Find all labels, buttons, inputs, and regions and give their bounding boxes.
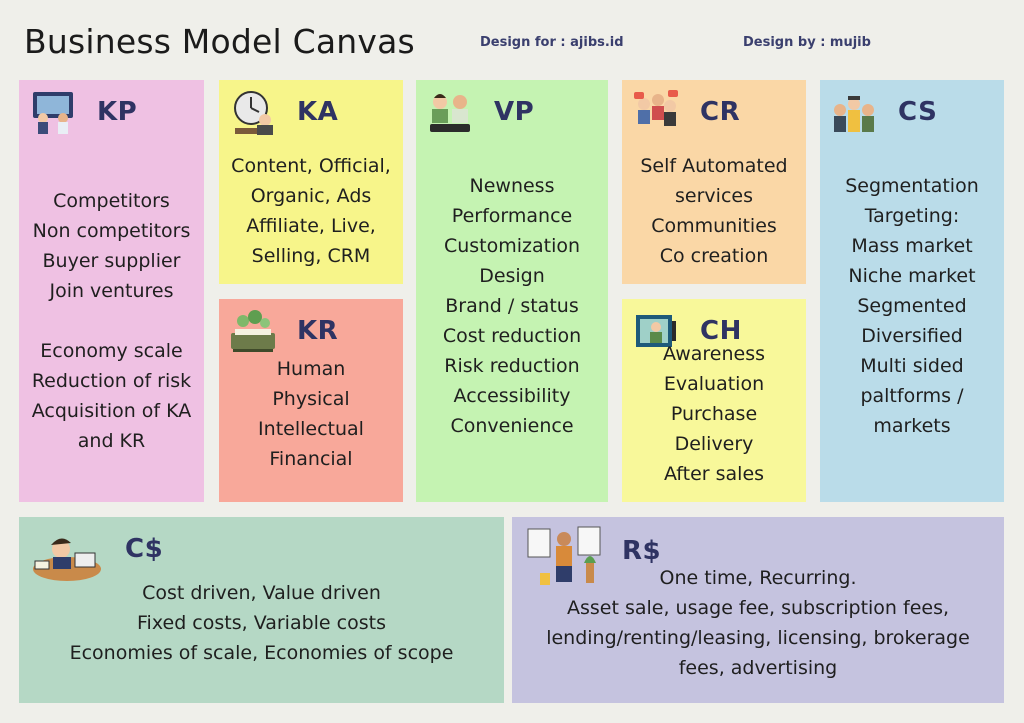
block-code: VP xyxy=(494,97,535,127)
block-content: Newness Performance Customization Design… xyxy=(416,171,608,441)
block-content: Segmentation Targeting: Mass market Nich… xyxy=(820,171,1004,441)
block-content: Awareness Evaluation Purchase Delivery A… xyxy=(622,339,806,489)
revenue-streams-block: R$ One time, Recurring. Asset sale, usag… xyxy=(512,517,1004,703)
line: Co creation xyxy=(659,245,769,267)
line: Newness xyxy=(469,175,555,197)
line: Affiliate, Live, xyxy=(246,215,376,237)
line: Targeting: xyxy=(864,205,960,227)
line: Multi sided xyxy=(860,355,964,377)
customer-relationships-block: CR Self Automated services Communities C… xyxy=(622,80,806,284)
line: One time, Recurring. xyxy=(659,567,857,589)
line: markets xyxy=(873,415,951,437)
block-code: C$ xyxy=(125,534,164,564)
block-code: CH xyxy=(700,316,742,346)
line: Intellectual xyxy=(258,418,364,440)
design-for-label: Design for : ajibs.id xyxy=(480,35,624,50)
line: Diversified xyxy=(861,325,963,347)
line: Risk reduction xyxy=(444,355,580,377)
line: Delivery xyxy=(674,433,754,455)
channels-icon xyxy=(632,307,680,355)
partners-icon xyxy=(29,88,77,136)
line: Asset sale, usage fee, subscription fees… xyxy=(566,597,950,619)
line: Awareness xyxy=(662,343,766,365)
line: Non competitors xyxy=(32,220,191,242)
block-code: R$ xyxy=(622,536,662,566)
line: services xyxy=(675,185,753,207)
relationships-icon xyxy=(632,88,680,136)
line: Brand / status xyxy=(445,295,579,317)
block-code: KP xyxy=(97,97,138,127)
resources-icon xyxy=(229,307,277,355)
line: Cost reduction xyxy=(442,325,582,347)
line: Convenience xyxy=(450,415,574,437)
line: Economy scale xyxy=(40,340,183,362)
activities-icon xyxy=(229,88,277,136)
design-by-label: Design by : mujib xyxy=(743,35,871,50)
value-icon xyxy=(426,88,474,136)
line: Cost driven, Value driven xyxy=(142,582,381,604)
line xyxy=(19,306,204,336)
line: fees, advertising xyxy=(678,657,838,679)
block-code: KR xyxy=(297,316,339,346)
line: Segmented xyxy=(857,295,967,317)
block-code: KA xyxy=(297,97,339,127)
page-title: Business Model Canvas xyxy=(24,22,415,61)
line: Acquisition of KA xyxy=(31,400,192,422)
line: Accessibility xyxy=(453,385,571,407)
line: paltforms / xyxy=(860,385,964,407)
line: Niche market xyxy=(848,265,976,287)
line: Customization xyxy=(443,235,581,257)
block-code: CS xyxy=(898,97,938,127)
segments-icon xyxy=(830,88,878,136)
line: Organic, Ads xyxy=(250,185,372,207)
value-propositions-block: VP Newness Performance Customization Des… xyxy=(416,80,608,502)
line: Performance xyxy=(451,205,573,227)
line: Fixed costs, Variable costs xyxy=(137,612,386,634)
line: Economies of scale, Economies of scope xyxy=(69,642,454,664)
key-partners-block: KP Competitors Non competitors Buyer sup… xyxy=(19,80,204,502)
cost-icon xyxy=(31,523,103,583)
block-content: Competitors Non competitors Buyer suppli… xyxy=(19,186,204,456)
line: Buyer supplier xyxy=(42,250,181,272)
block-code: CR xyxy=(700,97,741,127)
line: Reduction of risk xyxy=(31,370,192,392)
line: Purchase xyxy=(670,403,758,425)
block-content: Content, Official, Organic, Ads Affiliat… xyxy=(219,151,403,271)
key-resources-block: KR Human Physical Intellectual Financial xyxy=(219,299,403,502)
line: Competitors xyxy=(53,190,170,212)
line: Financial xyxy=(269,448,353,470)
line: Join ventures xyxy=(49,280,174,302)
block-content: Human Physical Intellectual Financial xyxy=(219,354,403,474)
line: lending/renting/leasing, licensing, brok… xyxy=(546,627,970,649)
line: Mass market xyxy=(851,235,973,257)
line: Human xyxy=(276,358,346,380)
line: Segmentation xyxy=(845,175,979,197)
key-activities-block: KA Content, Official, Organic, Ads Affil… xyxy=(219,80,403,284)
line: After sales xyxy=(663,463,765,485)
line: Design xyxy=(479,265,545,287)
revenue-icon xyxy=(526,523,602,587)
line: and KR xyxy=(77,430,146,452)
line: Self Automated xyxy=(640,155,788,177)
block-content: One time, Recurring. Asset sale, usage f… xyxy=(512,563,1004,683)
cost-structure-block: C$ Cost driven, Value driven Fixed costs… xyxy=(19,517,504,703)
block-content: Cost driven, Value driven Fixed costs, V… xyxy=(19,578,504,668)
block-content: Self Automated services Communities Co c… xyxy=(622,151,806,271)
line: Physical xyxy=(272,388,350,410)
channels-block: CH Awareness Evaluation Purchase Deliver… xyxy=(622,299,806,502)
customer-segments-block: CS Segmentation Targeting: Mass market N… xyxy=(820,80,1004,502)
line: Selling, CRM xyxy=(251,245,371,267)
line: Evaluation xyxy=(663,373,765,395)
line: Content, Official, xyxy=(231,155,391,177)
line: Communities xyxy=(651,215,777,237)
